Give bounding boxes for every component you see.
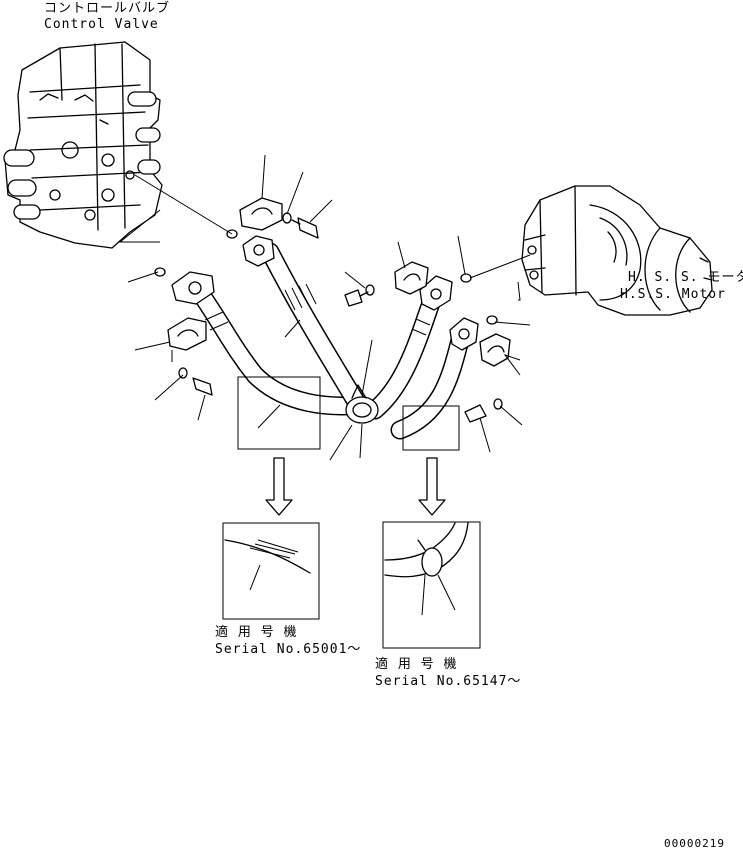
detail-view-right (382, 521, 481, 649)
hss-motor-label-jp: H. S. S. モータ (628, 270, 743, 285)
control-valve-label-jp: コントロールバルブ (44, 1, 171, 16)
hss-motor-label-en: H.S.S. Motor (620, 287, 726, 302)
serial-left-label-en: Serial No.65001～ (215, 642, 362, 657)
detail-view-left (222, 522, 320, 620)
split-flanges (167, 197, 511, 367)
bolts-and-washers (178, 212, 503, 423)
hose-fittings (171, 235, 479, 351)
hss-motor-drawing (521, 185, 713, 316)
drawing-number: 00000219 (664, 837, 725, 850)
serial-left-label-jp: 適 用 号 機 (215, 625, 298, 640)
control-valve-drawing (3, 41, 163, 249)
hoses (195, 242, 470, 440)
serial-right-label-en: Serial No.65147～ (375, 674, 522, 689)
control-valve-label-en: Control Valve (44, 17, 159, 32)
arrows (265, 457, 446, 516)
serial-right-label-jp: 適 用 号 機 (375, 657, 458, 672)
detail-boxes-main (237, 376, 460, 451)
hose-clamp-drawing (345, 384, 379, 424)
callout-lines (118, 154, 531, 461)
